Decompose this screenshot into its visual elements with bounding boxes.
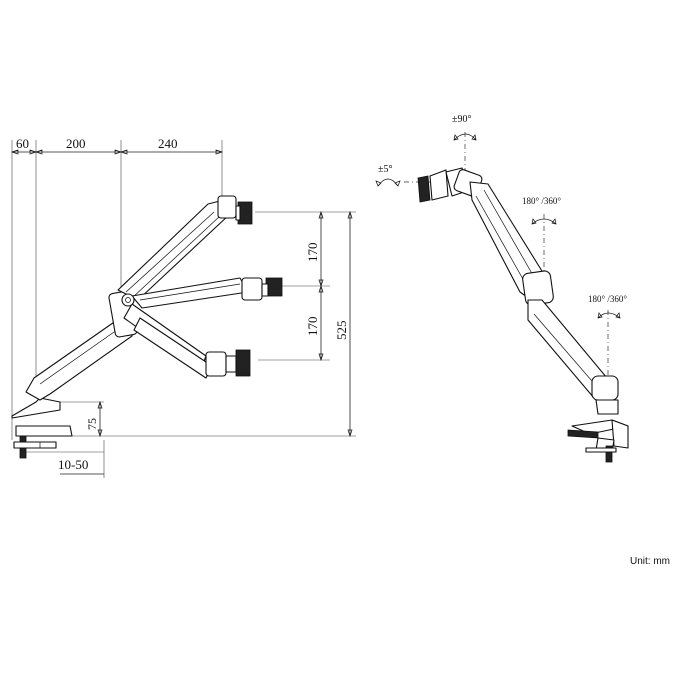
tilt-arrow-icon — [377, 178, 399, 187]
swivel-base-label: 180° /360° — [588, 294, 627, 304]
pivot-arrow-icon — [453, 133, 477, 141]
swivel-mid-label: 180° /360° — [522, 196, 561, 206]
dim-200-label: 200 — [66, 136, 86, 151]
dim-525-label: 525 — [334, 321, 349, 341]
desk-clamp — [11, 397, 73, 459]
right-dimension-chain: 170 170 525 — [60, 210, 356, 438]
unit-label: Unit: mm — [630, 556, 670, 567]
dim-170-upper-label: 170 — [305, 243, 320, 263]
lower-arm — [25, 290, 138, 401]
top-dimension-chain: 60 200 240 — [10, 136, 224, 440]
dim-60-label: 60 — [16, 136, 29, 151]
swivel-mid-indicator: 180° /360° — [522, 196, 561, 276]
dim-240-label: 240 — [158, 136, 178, 151]
swivel-base-indicator: 180° /360° — [588, 294, 627, 380]
upper-arm-low-position — [123, 303, 251, 379]
pivot-indicator: ±90° — [452, 114, 477, 170]
dim-clamp-range-label: 10-50 — [58, 457, 88, 472]
tilt-label: ±5° — [378, 164, 393, 175]
perspective-desk-clamp — [567, 399, 629, 463]
perspective-lower-arm — [527, 299, 619, 401]
upper-arm-top-position — [117, 195, 253, 301]
shoulder-pivot — [121, 293, 135, 307]
pivot-label: ±90° — [452, 114, 472, 125]
base-dimensions: 75 10-50 — [24, 400, 105, 478]
swivel-base-arrow-icon — [597, 312, 621, 319]
front-elevation-view: 60 200 240 170 170 525 75 10-50 — [10, 136, 356, 478]
upper-arm-mid-position — [131, 277, 283, 309]
perspective-view: ±5° ±90° 180° /360° 180° /360° — [375, 114, 629, 463]
dim-75-label: 75 — [85, 418, 99, 430]
dim-170-lower-label: 170 — [305, 317, 320, 337]
tilt-indicator: ±5° — [375, 164, 401, 187]
